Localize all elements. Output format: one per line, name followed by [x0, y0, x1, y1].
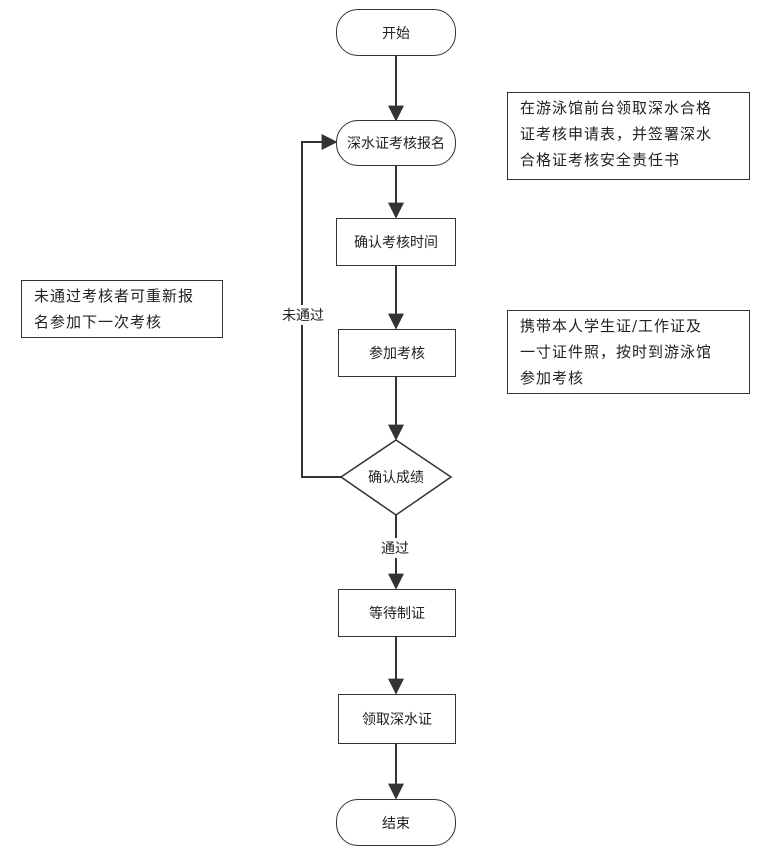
edge-label-passed: 通过 [380, 538, 410, 558]
end-node: 结束 [336, 799, 456, 846]
wait-certificate-node: 等待制证 [338, 589, 456, 637]
decision-diamond-shape [339, 439, 453, 516]
wait-certificate-label: 等待制证 [369, 606, 425, 622]
collect-certificate-label: 领取深水证 [362, 712, 432, 728]
register-label: 深水证考核报名 [347, 136, 445, 152]
attend-exam-node: 参加考核 [338, 329, 456, 377]
attend-exam-label: 参加考核 [369, 346, 425, 362]
exam-note: 携带本人学生证/工作证及 一寸证件照，按时到游泳馆 参加考核 [507, 310, 750, 394]
register-note: 在游泳馆前台领取深水合格 证考核申请表，并签署深水 合格证考核安全责任书 [507, 92, 750, 180]
end-label: 结束 [382, 815, 410, 832]
start-label: 开始 [382, 25, 410, 42]
register-node: 深水证考核报名 [336, 120, 456, 166]
retry-note: 未通过考核者可重新报 名参加下一次考核 [21, 280, 223, 338]
collect-certificate-node: 领取深水证 [338, 694, 456, 744]
confirm-time-label: 确认考核时间 [354, 235, 438, 251]
confirm-result-label: 确认成绩 [368, 470, 424, 486]
confirm-time-node: 确认考核时间 [336, 218, 456, 266]
edge-label-not-passed: 未通过 [281, 305, 325, 325]
start-node: 开始 [336, 9, 456, 56]
